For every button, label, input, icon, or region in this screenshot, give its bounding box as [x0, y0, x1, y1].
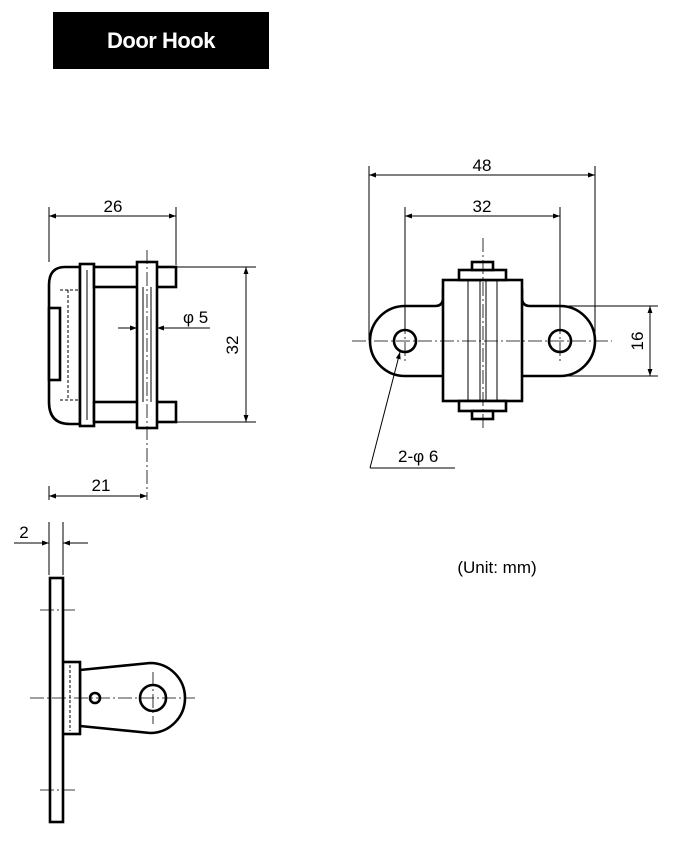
dim-front-offset: 21 [92, 476, 111, 495]
dim-pin-diameter: φ 5 [183, 308, 208, 327]
unit-note: (Unit: mm) [457, 558, 536, 577]
title-banner: Door Hook [53, 12, 269, 69]
front-view-dimensions: 26 32 φ 5 21 [48, 197, 256, 500]
dim-front-width: 26 [104, 197, 123, 216]
dim-front-height: 32 [223, 336, 242, 355]
front-view [47, 250, 178, 500]
side-view-dimensions: 2 [14, 522, 88, 575]
dim-top-depth: 16 [628, 332, 647, 351]
dim-top-overall-width: 48 [473, 156, 492, 175]
side-view [30, 576, 195, 824]
drawing-title: Door Hook [107, 27, 215, 53]
top-view [352, 238, 612, 430]
dim-top-hole-pitch: 32 [473, 197, 492, 216]
dim-top-holes: 2-φ 6 [398, 447, 438, 466]
top-view-dimensions: 48 32 16 2-φ 6 [368, 156, 658, 469]
dim-plate-thickness: 2 [19, 523, 28, 542]
